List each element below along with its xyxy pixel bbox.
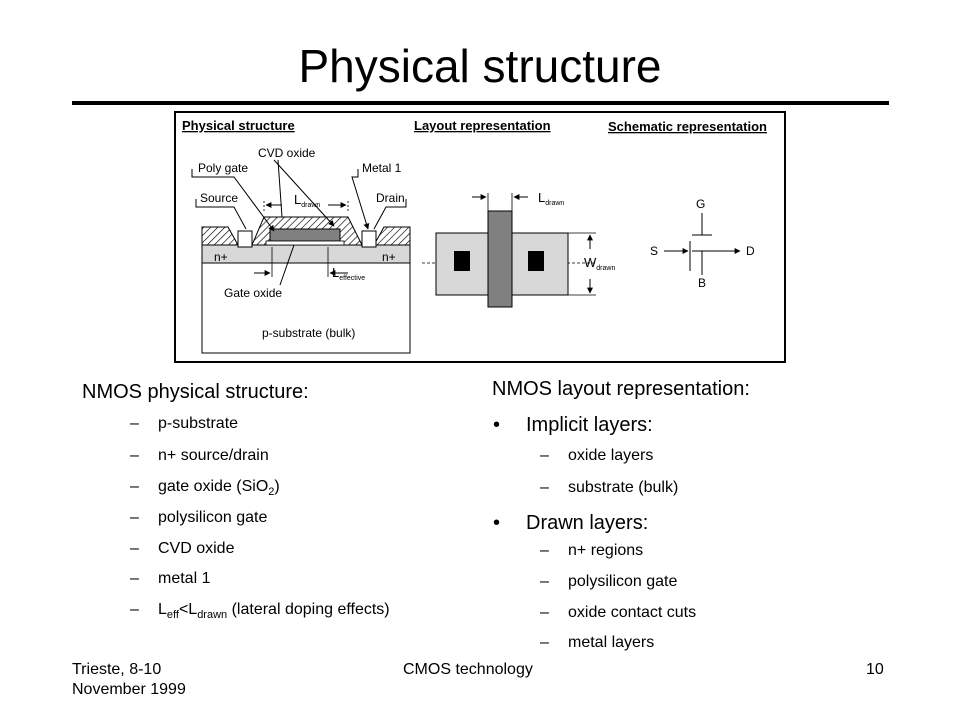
left-item-polysilicon-gate: –polysilicon gate: [130, 509, 268, 526]
terminal-s: S: [650, 244, 658, 258]
right-item-substrate-bulk: –substrate (bulk): [540, 479, 679, 496]
metal1-source-contact: [237, 230, 253, 248]
label-n-plus-left: n+: [214, 250, 228, 264]
footer-page-number: 10: [866, 661, 884, 678]
footer-location-date: Trieste, 8-10 November 1999: [72, 661, 186, 698]
left-item-leff-ldrawn: –Leff<Ldrawn (lateral doping effects): [130, 601, 390, 622]
n-plus-band: [201, 244, 411, 264]
left-item-p-substrate: –p-substrate: [130, 415, 239, 432]
right-item-oxide-contact-cuts: –oxide contact cuts: [540, 604, 697, 621]
left-item-n-plus-source-drain: –n+ source/drain: [130, 447, 269, 464]
p-substrate-region: [201, 260, 411, 354]
right-column-heading: NMOS layout representation:: [492, 378, 750, 400]
poly-gate: [269, 228, 341, 242]
gate-oxide: [265, 240, 345, 246]
field-oxide-right: [373, 226, 411, 246]
layout-contact-left: [454, 251, 470, 271]
right-item-n-plus-regions: –n+ regions: [540, 542, 644, 559]
field-oxide-left: [201, 226, 239, 246]
nmos-figure: Physical structure Layout representation…: [174, 111, 786, 363]
label-poly-gate: Poly gate: [198, 161, 248, 175]
label-gate-oxide: Gate oxide: [224, 286, 282, 300]
right-item-metal-layers: –metal layers: [540, 634, 655, 651]
right-item-polysilicon-gate: –polysilicon gate: [540, 573, 678, 590]
left-item-cvd-oxide: –CVD oxide: [130, 540, 235, 557]
cross-section: CVD oxide Poly gate Metal 1 Source Drain…: [191, 146, 411, 354]
layout-view: Ldrawn Wdrawn: [422, 190, 615, 308]
layout-contact-right: [528, 251, 544, 271]
metal1-drain-contact: [361, 230, 377, 248]
label-w-drawn: Wdrawn: [584, 255, 615, 272]
label-layout-l-drawn: Ldrawn: [538, 190, 564, 207]
nmos-figure-drawing: Physical structure Layout representation…: [182, 118, 767, 354]
terminal-g: G: [696, 197, 705, 211]
right-item-oxide-layers: –oxide layers: [540, 447, 654, 464]
right-bullet-implicit-layers: •Implicit layers:: [493, 414, 653, 436]
section-schematic-title: Schematic representation: [608, 119, 767, 134]
label-source: Source: [200, 191, 238, 205]
section-physical-title: Physical structure: [182, 118, 295, 133]
terminal-b: B: [698, 276, 706, 290]
footer-title: CMOS technology: [403, 661, 533, 678]
slide-title: Physical structure: [298, 40, 662, 92]
left-item-metal1: –metal 1: [130, 570, 211, 587]
label-cvd-oxide: CVD oxide: [258, 146, 316, 160]
left-column-heading: NMOS physical structure:: [82, 381, 309, 403]
label-metal1: Metal 1: [362, 161, 402, 175]
right-bullet-drawn-layers: •Drawn layers:: [493, 512, 649, 534]
layout-poly-gate: [487, 210, 513, 308]
schematic-view: G S D B: [650, 197, 755, 290]
label-n-plus-right: n+: [382, 250, 396, 264]
title-underline: [72, 101, 889, 105]
left-item-gate-oxide: –gate oxide (SiO2): [130, 478, 280, 499]
label-p-substrate: p-substrate (bulk): [262, 326, 355, 340]
label-l-drawn: Ldrawn: [294, 192, 320, 209]
label-drain: Drain: [376, 191, 405, 205]
section-layout-title: Layout representation: [414, 118, 551, 133]
terminal-d: D: [746, 244, 755, 258]
